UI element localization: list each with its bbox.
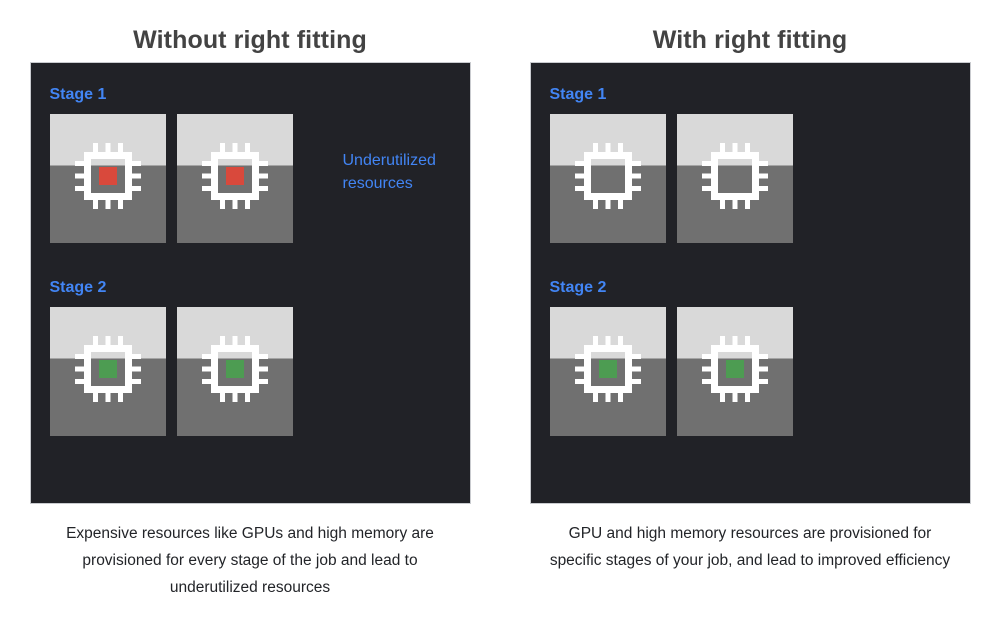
resource-tile [176,307,293,436]
panel-with-right-fitting: Stage 1 [529,62,971,504]
cpu-chip-icon [74,142,141,209]
cpu-chip-icon [201,142,268,209]
tile-row-left-stage-2 [49,307,293,436]
tile-row-right-stage-1 [549,114,793,243]
cpu-chip-icon [574,335,641,402]
annotation-underutilized-resources: Underutilized resources [342,152,436,192]
column-without-right-fitting: Without right fitting Stage 1 [29,26,471,596]
cpu-chip-icon [701,142,768,209]
caption-with-right-fitting: GPU and high memory resources are provis… [549,525,951,569]
resource-tile [49,307,166,436]
cpu-chip-icon [201,335,268,402]
page-title-without-right-fitting: Without right fitting [133,26,367,54]
resource-tile [49,114,166,243]
tile-row-left-stage-1 [49,114,293,243]
stage-label-right-stage-2: Stage 2 [549,279,607,296]
caption-without-right-fitting: Expensive resources like GPUs and high m… [66,525,434,596]
resource-tile [676,114,793,243]
resource-tile [676,307,793,436]
cpu-chip-icon [574,142,641,209]
column-with-right-fitting: With right fitting Stage 1 [500,0,1000,638]
cpu-chip-icon [701,335,768,402]
stage-block-right-stage-1: Stage 1 [549,85,793,243]
resource-tile [176,114,293,243]
stage-block-right-stage-2: Stage 2 [549,278,793,436]
panel-without-right-fitting: Stage 1 [29,62,471,504]
cpu-chip-icon [74,335,141,402]
resource-tile [549,307,666,436]
stage-block-left-stage-2: Stage 2 [49,278,293,436]
stage-label-left-stage-1: Stage 1 [49,86,107,103]
resource-tile [549,114,666,243]
stage-label-right-stage-1: Stage 1 [549,86,607,103]
stage-label-left-stage-2: Stage 2 [49,279,107,296]
stage-block-left-stage-1: Stage 1 [49,85,293,243]
tile-row-right-stage-2 [549,307,793,436]
page-title-with-right-fitting: With right fitting [652,26,848,54]
